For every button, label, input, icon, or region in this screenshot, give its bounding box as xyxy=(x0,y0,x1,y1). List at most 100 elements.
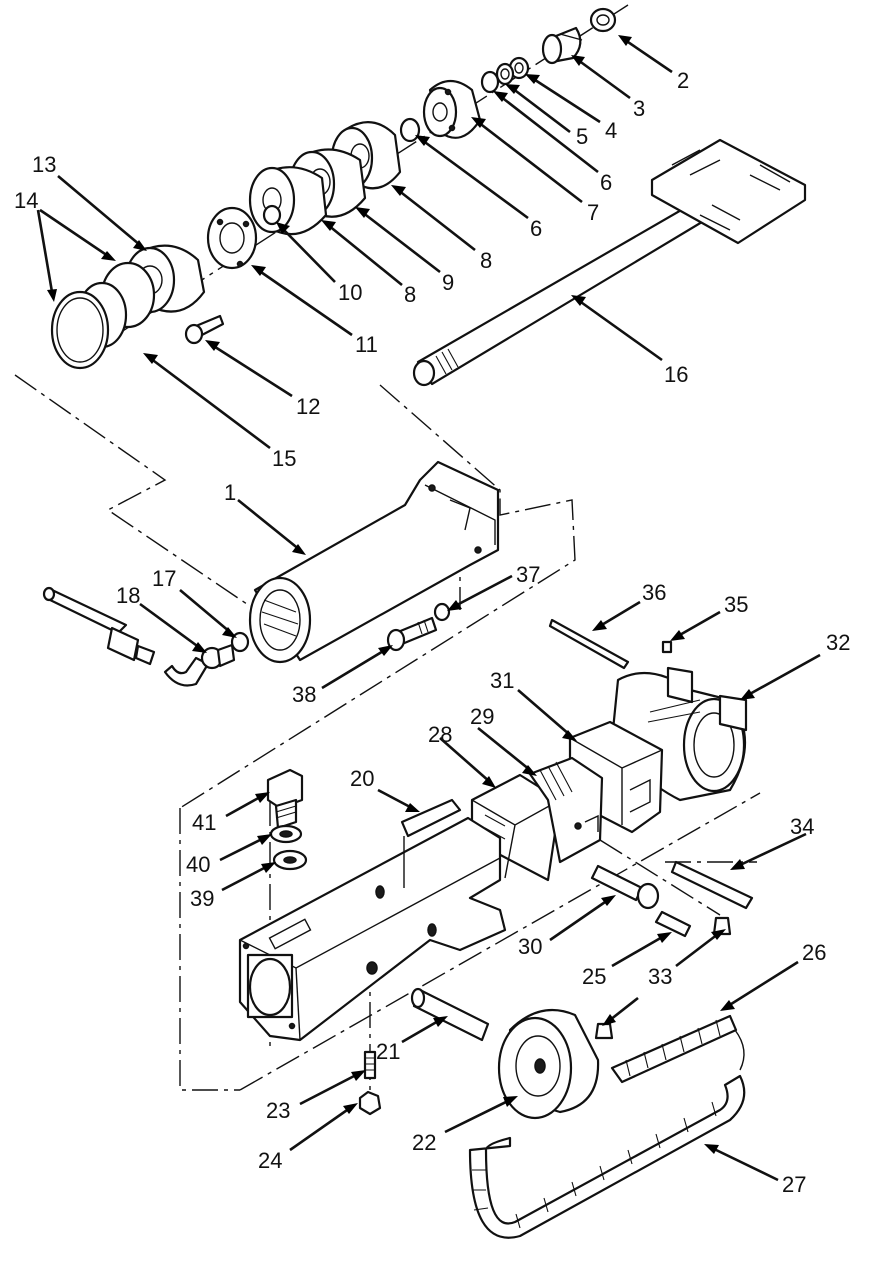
set-screw-23 xyxy=(363,1050,377,1080)
main-housing-1 xyxy=(248,460,500,664)
callout-15: 15 xyxy=(272,446,296,471)
leader-14b xyxy=(39,208,116,261)
leader-27 xyxy=(704,1144,779,1182)
leader-37 xyxy=(447,574,513,611)
bolt-41 xyxy=(266,768,304,830)
leader-33a xyxy=(675,929,726,968)
callout-34: 34 xyxy=(790,814,814,839)
callout-37: 37 xyxy=(516,562,540,587)
callout-33: 33 xyxy=(648,964,672,989)
leader-18 xyxy=(139,602,207,653)
nut-24 xyxy=(358,1090,382,1116)
callout-23: 23 xyxy=(266,1098,290,1123)
grease-fitting-33-upper xyxy=(712,916,732,936)
callout-26: 26 xyxy=(802,940,826,965)
callout-28: 28 xyxy=(428,722,452,747)
disc-8-lower xyxy=(248,166,328,236)
adapter-18 xyxy=(200,643,236,670)
callout-25: 25 xyxy=(582,964,606,989)
callout-32: 32 xyxy=(826,630,850,655)
callout-14: 14 xyxy=(14,188,38,213)
leader-34 xyxy=(730,832,807,870)
leader-33b xyxy=(602,996,639,1026)
callout-41: 41 xyxy=(192,810,216,835)
callout-8a: 8 xyxy=(480,248,492,273)
leader-14a xyxy=(36,209,57,302)
leader-12 xyxy=(205,340,293,398)
bolt-38 xyxy=(386,616,438,652)
leader-6b xyxy=(415,135,529,220)
grease-fitting-33-lower xyxy=(594,1022,614,1040)
snap-ring-10 xyxy=(262,204,282,226)
cap-screw-30 xyxy=(590,864,660,910)
ring-6-upper xyxy=(480,70,500,94)
cap-screw-12 xyxy=(184,314,225,345)
leader-26 xyxy=(720,960,799,1011)
washer-40 xyxy=(269,824,303,844)
callout-6b: 6 xyxy=(530,216,542,241)
bushing-3 xyxy=(541,26,583,65)
callout-20: 20 xyxy=(350,766,374,791)
pin-21 xyxy=(410,987,490,1042)
callout-16: 16 xyxy=(664,362,688,387)
callout-31: 31 xyxy=(490,668,514,693)
callout-35: 35 xyxy=(724,592,748,617)
leader-11 xyxy=(251,265,353,337)
callout-1: 1 xyxy=(224,480,236,505)
leader-40 xyxy=(219,834,272,862)
leader-4 xyxy=(525,74,601,124)
callout-30: 30 xyxy=(518,934,542,959)
leader-24 xyxy=(289,1103,358,1152)
chain-27 xyxy=(468,1029,746,1239)
callout-2: 2 xyxy=(677,68,689,93)
clamp-29 xyxy=(528,756,604,864)
callout-22: 22 xyxy=(412,1130,436,1155)
callout-40: 40 xyxy=(186,852,210,877)
leader-3 xyxy=(571,55,631,100)
flange-7 xyxy=(422,79,482,139)
leader-15 xyxy=(143,353,271,450)
washer-39 xyxy=(272,849,308,871)
elbow-fitting xyxy=(163,656,210,687)
callout-21: 21 xyxy=(376,1039,400,1064)
callout-3: 3 xyxy=(633,96,645,121)
washer-2 xyxy=(589,7,617,33)
callout-24: 24 xyxy=(258,1148,282,1173)
callout-5: 5 xyxy=(576,124,588,149)
callout-27: 27 xyxy=(782,1172,806,1197)
callout-9: 9 xyxy=(442,270,454,295)
set-screw-35 xyxy=(661,640,673,654)
leader-16 xyxy=(571,295,663,362)
callout-8b: 8 xyxy=(404,282,416,307)
callout-29: 29 xyxy=(470,704,494,729)
wheel-22 xyxy=(497,1008,600,1120)
collar-32 xyxy=(610,666,748,802)
hydraulic-line xyxy=(42,586,156,666)
leader-28 xyxy=(439,737,496,788)
seal-5 xyxy=(495,62,515,86)
leader-29 xyxy=(477,726,537,776)
callout-6a: 6 xyxy=(600,170,612,195)
pin-36 xyxy=(548,618,630,670)
leader-1 xyxy=(237,498,306,555)
leader-41 xyxy=(225,792,270,818)
leader-arrows xyxy=(36,35,821,1182)
callout-39: 39 xyxy=(190,886,214,911)
leader-35 xyxy=(670,610,721,641)
callout-4: 4 xyxy=(605,118,617,143)
callout-18: 18 xyxy=(116,583,140,608)
leader-39 xyxy=(221,862,276,892)
leader-5 xyxy=(505,84,571,134)
callout-7: 7 xyxy=(587,200,599,225)
ring-6-lower xyxy=(399,117,421,143)
washer-37 xyxy=(433,602,451,622)
leader-20 xyxy=(377,788,420,812)
leader-30 xyxy=(549,895,616,942)
callout-38: 38 xyxy=(292,682,316,707)
shaft-16 xyxy=(412,138,807,387)
leader-8a xyxy=(391,185,476,252)
leader-22 xyxy=(444,1096,518,1134)
leader-23 xyxy=(299,1070,366,1106)
callout-36: 36 xyxy=(642,580,666,605)
